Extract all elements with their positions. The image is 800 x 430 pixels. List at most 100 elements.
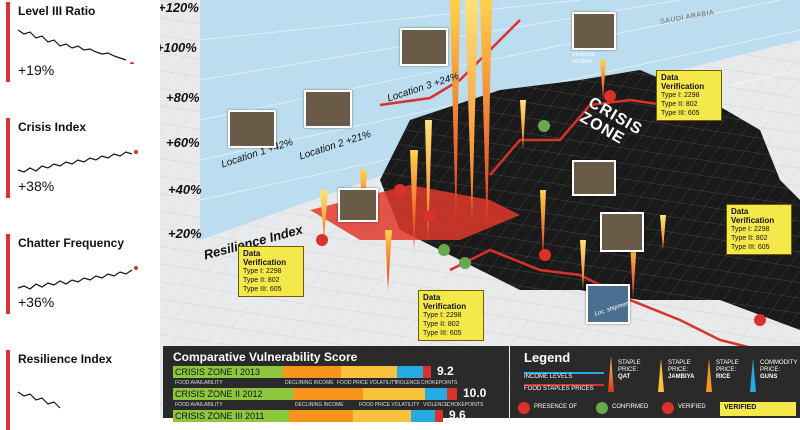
metric-accent-bar: [6, 234, 10, 314]
dv-line: Type I: 2298: [423, 312, 462, 319]
data-verification-box[interactable]: Data Verification Type I: 2298 Type II: …: [656, 70, 722, 121]
axis-label: +80%: [166, 90, 200, 105]
seg-food-availability: [173, 366, 283, 378]
zone-score: 9.6: [449, 408, 466, 422]
staple-label: STAPLE PRICE:: [716, 360, 739, 373]
legend-marker-label: CONFIRMED: [612, 404, 649, 410]
metric-value: +38%: [18, 178, 55, 194]
location-photo[interactable]: [338, 188, 378, 222]
violence-verified-tag: Violence verified: [572, 52, 595, 65]
dv-line: Type III: 605: [661, 110, 700, 117]
legend-food-label: FOOD STAPLES PRICES: [524, 386, 594, 392]
metric-accent-bar: [6, 118, 10, 198]
location-photo[interactable]: [586, 284, 630, 324]
dv-line: Type II: 802: [243, 277, 280, 284]
zone-name: CRISIS ZONE II 2012: [175, 389, 263, 399]
zone-score: 9.2: [437, 364, 454, 378]
zone-name: CRISIS ZONE I 2013: [175, 367, 261, 377]
metric-sparkline: [17, 150, 138, 173]
seg-chokepoints: [423, 366, 431, 378]
sub-label: VIOLENCE: [395, 380, 421, 386]
axis-label: +20%: [168, 226, 202, 241]
seg-chokepoints: [435, 410, 443, 422]
dv-title: Data Verification: [423, 293, 467, 311]
staple-item: RICE: [716, 374, 731, 380]
metric-title: Resilience Index: [18, 352, 113, 366]
seg-chokepoints: [447, 388, 457, 400]
dv-line: Type III: 605: [423, 330, 462, 337]
legend-staple: COMMODITY PRICE:GUNS: [760, 360, 800, 381]
data-verification-box[interactable]: Data Verification Type I: 2298 Type II: …: [238, 246, 304, 297]
income-line: [524, 372, 604, 374]
vulnerability-score-panel: Comparative Vulnerability Score CRISIS Z…: [163, 346, 509, 422]
location-photo[interactable]: [572, 12, 616, 50]
staple-label: STAPLE PRICE:: [668, 360, 691, 373]
zone-name: CRISIS ZONE III 2011: [175, 411, 265, 421]
metrics-sidebar: Level III Ratio +19% Crisis Index +38% C…: [0, 0, 160, 430]
legend-marker-label: VERIFIED: [678, 404, 706, 410]
sub-label: FOOD AVAILABILITY: [175, 402, 223, 408]
sub-label: DECLINING INCOME: [285, 380, 334, 386]
seg-food-price-volatility: [353, 410, 411, 422]
sub-label: FOOD PRICE VOLATILITY: [359, 402, 420, 408]
axis-label: +100%: [160, 40, 197, 55]
seg-declining-income: [293, 388, 363, 400]
legend-staple: STAPLE PRICE:RICE: [716, 360, 752, 381]
location-photo[interactable]: [400, 28, 448, 66]
sub-label: FOOD AVAILABILITY: [175, 380, 223, 386]
data-verification-box[interactable]: Data Verification Type I: 2298 Type II: …: [726, 204, 792, 255]
sub-label: FOOD PRICE VOLATILITY: [337, 380, 398, 386]
axis-label: +60%: [166, 135, 200, 150]
data-verification-box[interactable]: Data Verification Type I: 2298 Type II: …: [418, 290, 484, 341]
seg-violence: [397, 366, 423, 378]
sub-label: CHOKEPOINTS: [421, 380, 458, 386]
legend-income-label: INCOME LEVELS: [524, 374, 573, 380]
metric-sparkline: [17, 266, 138, 290]
metric-sparkline: [17, 391, 61, 409]
sub-label: VIOLENCE: [423, 402, 449, 408]
metric-value: +36%: [18, 294, 55, 310]
seg-declining-income: [283, 366, 341, 378]
verified-box: VERIFIED: [720, 402, 796, 416]
dv-line: Type III: 605: [731, 244, 770, 251]
staple-label: COMMODITY PRICE:: [760, 360, 798, 373]
dv-title: Data Verification: [731, 207, 775, 225]
zone-score: 10.0: [463, 386, 487, 400]
staple-item: GUNS: [760, 374, 778, 380]
dv-line: Type I: 2298: [661, 92, 700, 99]
dv-line: Type II: 802: [423, 321, 460, 328]
seg-food-availability: [173, 388, 293, 400]
dv-line: Type II: 802: [661, 101, 698, 108]
dv-line: Type III: 605: [243, 286, 282, 293]
food-line: [524, 384, 604, 386]
legend-staple: STAPLE PRICE:QAT: [618, 360, 658, 381]
seg-violence: [411, 410, 435, 422]
staple-label: STAPLE PRICE:: [618, 360, 641, 373]
metric-title: Crisis Index: [18, 120, 87, 134]
legend-title: Legend: [524, 350, 571, 365]
metric-title: Level III Ratio: [18, 4, 96, 18]
location-photo[interactable]: [600, 212, 644, 252]
dv-line: Type II: 802: [731, 235, 768, 242]
staple-item: JAMBIYA: [668, 374, 695, 380]
seg-declining-income: [289, 410, 353, 422]
seg-food-price-volatility: [341, 366, 397, 378]
metric-accent-bar: [6, 350, 10, 430]
axis-label: +120%: [160, 0, 199, 15]
metric-sparkline: [17, 29, 134, 64]
metric-accent-bar: [6, 2, 10, 82]
legend-marker-label: PRESENCE OF: [534, 404, 578, 410]
metric-value: +19%: [18, 62, 55, 78]
staple-item: QAT: [618, 374, 631, 380]
cvs-title: Comparative Vulnerability Score: [173, 350, 358, 364]
location-photo[interactable]: [572, 160, 616, 196]
seg-violence: [425, 388, 447, 400]
axis-label: +40%: [168, 182, 202, 197]
legend-glyphs: [518, 356, 756, 414]
seg-food-price-volatility: [363, 388, 425, 400]
dv-line: Type I: 2298: [731, 226, 770, 233]
location-photo[interactable]: [304, 90, 352, 128]
location-photo[interactable]: [228, 110, 276, 148]
legend-panel: Legend INCOME LEVELS FOOD STAPLES PRICES…: [510, 346, 800, 418]
dv-title: Data Verification: [661, 73, 705, 91]
